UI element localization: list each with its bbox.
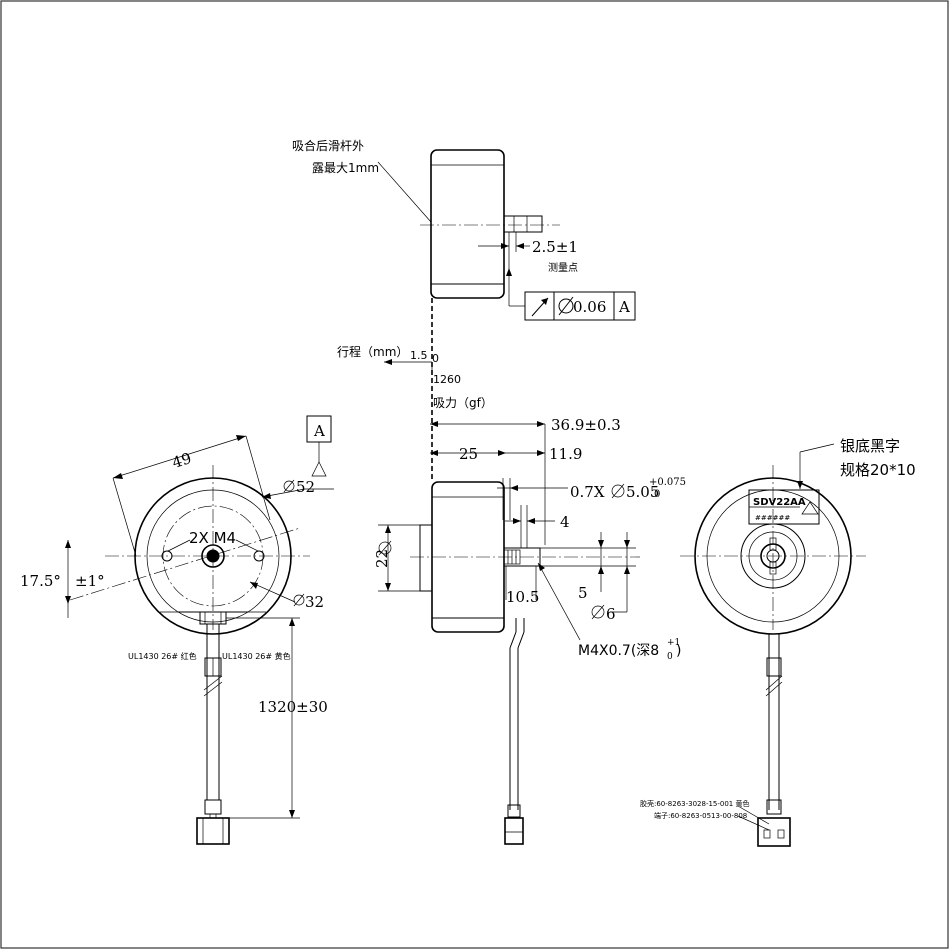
right-hub-outer (740, 523, 806, 589)
tol-zero: 0 (654, 489, 660, 500)
diameter-symbol-icon (283, 480, 295, 492)
dim-5: 5 (578, 584, 588, 602)
warning-triangle-icon (801, 501, 819, 515)
angle-value: 17.5° (20, 572, 61, 590)
holes-label: 2X M4 (189, 529, 236, 547)
connector-side (504, 817, 524, 845)
dim-10-5: 10.5 (506, 588, 539, 606)
dim-25: 25 (459, 445, 478, 463)
thread-close: ) (676, 643, 681, 659)
wire-red-label: UL1430 26# 红色 (128, 651, 197, 661)
top-view-body (430, 149, 505, 299)
diameter-symbol-icon (558, 298, 574, 314)
top-view-plunger (503, 215, 543, 233)
stroke-value: 1.5 (410, 349, 428, 362)
datum-label: A (313, 422, 325, 440)
thread-tol-zero: 0 (667, 652, 673, 662)
dim-hole: 0.7X (570, 483, 605, 501)
connector-right (757, 817, 791, 847)
dim-dia32: 32 (305, 593, 324, 611)
stroke-zero: 0 (432, 352, 439, 365)
measure-point: 测量点 (548, 261, 578, 274)
cable-length: 1320±30 (258, 698, 328, 716)
model-code: SDV22AA (753, 497, 806, 508)
dim-4: 4 (560, 513, 570, 531)
label-spec-line1: 银底黑字 (840, 437, 900, 455)
wire-yellow-label: UL1430 26# 黄色 (222, 651, 291, 661)
angle-tolerance: ±1° (75, 572, 105, 590)
dim-width: 49 (170, 449, 194, 472)
thread-tol-plus: +1 (667, 638, 680, 648)
side-view: 36.9±0.3 25 11.9 22 0 (373, 416, 686, 845)
dim-dia22: 22 (373, 549, 391, 568)
connector-left (196, 817, 230, 845)
tolerance-datum: A (618, 298, 630, 316)
dim-stroke: 2.5±1 (532, 238, 578, 256)
note-leader (377, 161, 432, 223)
top-view: 吸合后滑杆外 露最大1mm 2.5±1 测量点 0.06 A (292, 138, 636, 321)
top-note-line1: 吸合后滑杆外 (292, 138, 364, 153)
tolerance-value: 0.06 (573, 298, 606, 316)
dim-dia52: 52 (296, 478, 315, 496)
tol-plus: +0.075 (649, 477, 686, 488)
force-stroke-curve: 行程（mm） 1.5 0 1260 吸力（gf） (337, 298, 493, 482)
side-boss (419, 524, 433, 592)
serial-code: ###### (755, 514, 790, 522)
dim-dia6: 6 (606, 605, 616, 623)
force-value: 1260 (433, 373, 461, 386)
dim-11-9: 11.9 (549, 445, 582, 463)
dim-total: 36.9±0.3 (551, 416, 621, 434)
terminal-note: 端子:60-8263-0513-00-808 (654, 811, 747, 820)
right-view: 银底黑字 规格20*10 SDV22AA ###### 胶壳:60 (640, 437, 916, 847)
thread-spec: M4X0.7(深8 (578, 643, 659, 659)
top-note-line2: 露最大1mm (312, 161, 379, 175)
force-label: 吸力（gf） (433, 396, 493, 410)
dim-hole-value: 5.05 (626, 483, 659, 501)
datum-triangle-icon (311, 461, 327, 477)
housing-note: 胶壳:60-8263-3028-15-001 黄色 (640, 799, 750, 808)
stroke-label: 行程（mm） (337, 344, 408, 359)
label-spec-line2: 规格20*10 (840, 461, 916, 479)
left-view: A 49 52 2 (20, 415, 334, 845)
tolerance-frame (524, 291, 636, 321)
